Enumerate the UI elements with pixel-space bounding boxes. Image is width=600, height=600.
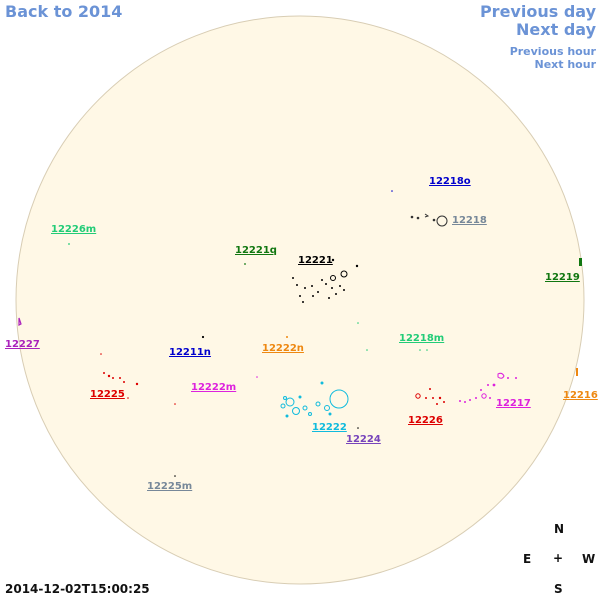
region-label-12218o[interactable]: 12218o <box>429 176 471 187</box>
sunspot-group-12218m <box>357 322 428 351</box>
sun-disk <box>15 15 585 585</box>
region-label-12218m[interactable]: 12218m <box>399 333 445 344</box>
compass-east: E <box>523 552 532 566</box>
timestamp: 2014-12-02T15:00:25 <box>5 582 150 596</box>
region-label-12218[interactable]: 12218 <box>452 215 487 226</box>
sunspot-group-12217 <box>459 372 517 403</box>
next-day-link[interactable]: Next day <box>516 20 596 39</box>
compass-west: W <box>582 552 596 566</box>
region-label-12216[interactable]: 12216 <box>563 390 598 401</box>
sunspot-12222m <box>256 376 258 378</box>
sunspot-group-12221 <box>292 258 359 303</box>
region-label-12225[interactable]: 12225 <box>90 389 125 400</box>
compass-north: N <box>554 522 565 536</box>
region-label-12227[interactable]: 12227 <box>5 339 40 350</box>
region-label-12221q[interactable]: 12221q <box>235 245 277 256</box>
region-label-12211n[interactable]: 12211n <box>169 347 211 358</box>
region-label-12221[interactable]: 12221 <box>298 255 333 266</box>
region-label-12226m[interactable]: 12226m <box>51 224 97 235</box>
previous-hour-link[interactable]: Previous hour <box>509 45 596 58</box>
sunspot-12216 <box>576 368 578 376</box>
sunspot-12219 <box>579 258 582 266</box>
sunspot-12222n <box>286 336 288 338</box>
sunspot-12225m <box>174 475 176 477</box>
sunspot-group-12226 <box>415 388 445 405</box>
back-to-year-link[interactable]: Back to 2014 <box>5 2 123 21</box>
sunspot-12227 <box>18 317 22 326</box>
sunspot-12211n <box>201 335 205 339</box>
sunspot-12221q <box>244 263 246 265</box>
region-label-12222n[interactable]: 12222n <box>262 343 304 354</box>
region-label-12219[interactable]: 12219 <box>545 272 580 283</box>
next-hour-link[interactable]: Next hour <box>534 58 597 71</box>
region-label-12217[interactable]: 12217 <box>496 398 531 409</box>
sunspot-12218o <box>391 190 393 192</box>
compass-center: + <box>553 551 564 565</box>
region-label-12222m[interactable]: 12222m <box>191 382 237 393</box>
sunspot-group-12225 <box>100 353 176 405</box>
region-label-12224[interactable]: 12224 <box>346 434 381 445</box>
region-label-12222[interactable]: 12222 <box>312 422 347 433</box>
compass-south: S <box>554 582 563 596</box>
sunspot-group-12222 <box>280 381 349 418</box>
region-label-12226[interactable]: 12226 <box>408 415 443 426</box>
previous-day-link[interactable]: Previous day <box>479 2 596 21</box>
sunspot-12226m <box>68 243 70 245</box>
sunspot-group-12218 <box>410 213 448 227</box>
region-label-12225m[interactable]: 12225m <box>147 481 193 492</box>
sunspot-12224 <box>357 427 359 429</box>
